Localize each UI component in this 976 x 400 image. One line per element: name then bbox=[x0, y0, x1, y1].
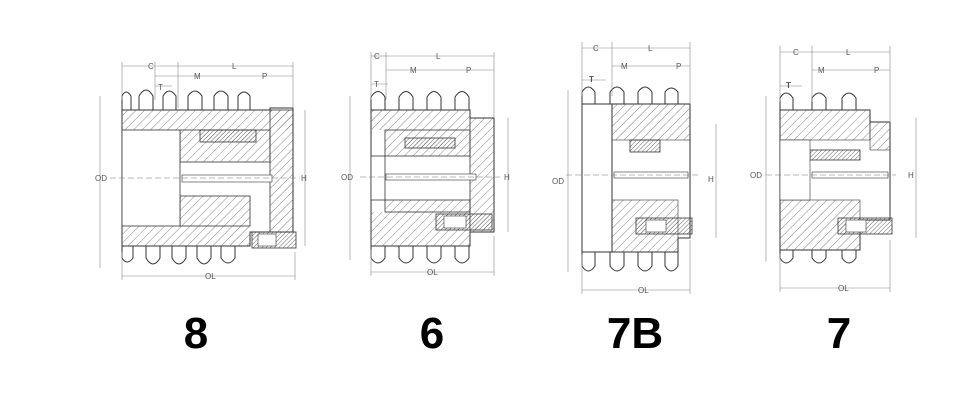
dim-t-label: T bbox=[589, 75, 594, 84]
dim-c-label: C bbox=[148, 62, 154, 71]
dim-ol-label: OL bbox=[427, 268, 438, 277]
dimension-lines bbox=[567, 42, 717, 294]
dim-ol-label: OL bbox=[638, 286, 649, 295]
caption-6: 6 bbox=[420, 309, 444, 358]
dim-c-label: C bbox=[593, 44, 599, 53]
dim-od-label: OD bbox=[341, 173, 353, 182]
dimension-lines bbox=[349, 52, 509, 276]
dim-m-label: M bbox=[621, 62, 628, 71]
dim-t-label: T bbox=[374, 80, 379, 89]
dim-m-label: M bbox=[818, 66, 825, 75]
dim-od-label: OD bbox=[750, 171, 762, 180]
dim-h-label: H bbox=[908, 171, 914, 180]
caption-8: 8 bbox=[184, 309, 208, 358]
dim-l-label: L bbox=[846, 48, 851, 57]
caption-7b: 7B bbox=[607, 309, 663, 358]
panel-6: C L M P T OD H OL 6 bbox=[341, 52, 510, 358]
panel-7b: C L M P T OD H OL 7B bbox=[552, 42, 717, 358]
dim-t-label: T bbox=[786, 81, 791, 90]
dim-h-label: H bbox=[504, 173, 510, 182]
dim-ol-label: OL bbox=[205, 272, 216, 281]
dim-l-label: L bbox=[436, 52, 441, 61]
dim-ol-label: OL bbox=[838, 284, 849, 293]
dim-p-label: P bbox=[874, 66, 879, 75]
dim-od-label: OD bbox=[552, 177, 564, 186]
caption-7: 7 bbox=[827, 309, 851, 358]
dim-m-label: M bbox=[194, 72, 201, 81]
dim-p-label: P bbox=[466, 66, 471, 75]
dim-p-label: P bbox=[262, 72, 267, 81]
dim-c-label: C bbox=[374, 52, 380, 61]
panel-7: C L M P T OD H OL 7 bbox=[750, 46, 917, 358]
dim-od-label: OD bbox=[95, 174, 107, 183]
dimension-lines bbox=[765, 46, 917, 292]
panel-8: C L M P T OD H OL 8 bbox=[95, 62, 307, 358]
dim-l-label: L bbox=[648, 44, 653, 53]
dim-p-label: P bbox=[676, 62, 681, 71]
dim-t-label: T bbox=[158, 83, 163, 92]
dimension-lines bbox=[99, 62, 306, 280]
dim-l-label: L bbox=[232, 62, 237, 71]
dim-c-label: C bbox=[793, 48, 799, 57]
dim-h-label: H bbox=[301, 174, 307, 183]
dim-m-label: M bbox=[410, 66, 417, 75]
dim-h-label: H bbox=[708, 175, 714, 184]
